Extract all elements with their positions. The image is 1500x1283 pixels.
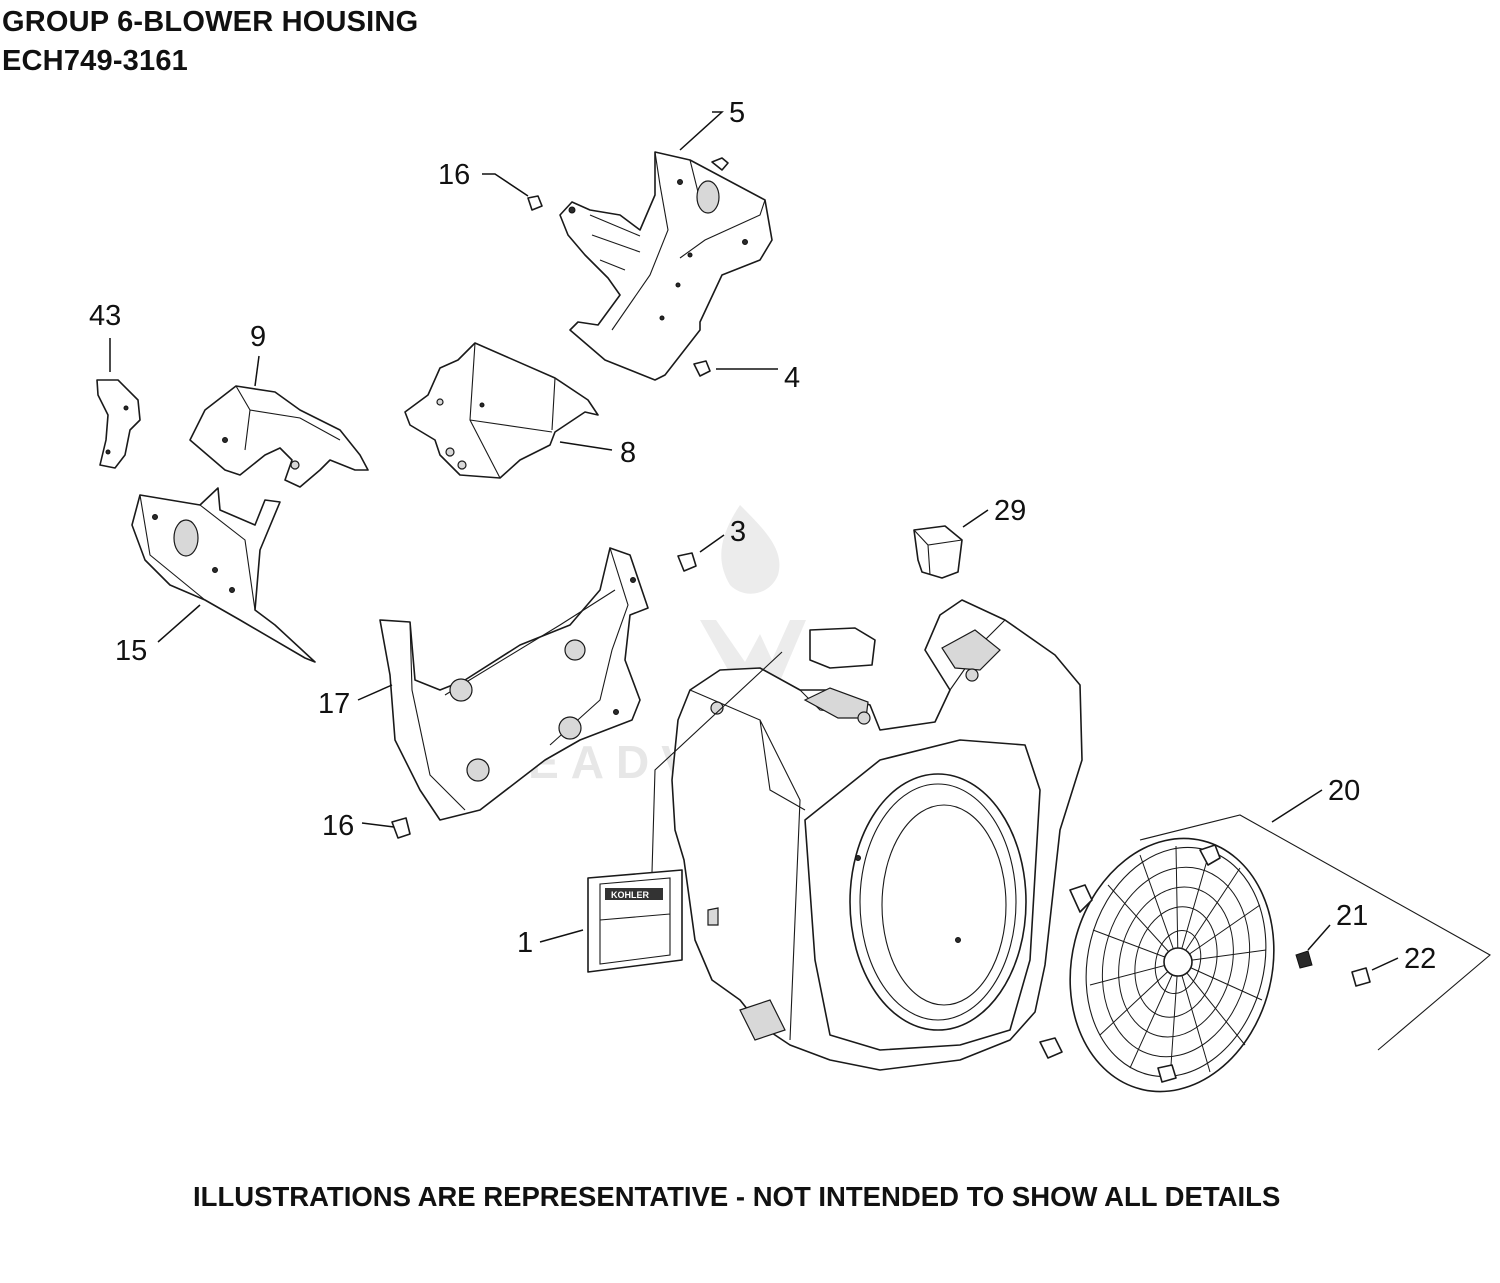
part-17-baffle-bracket[interactable] xyxy=(379,547,649,821)
screw-icon[interactable] xyxy=(527,157,729,377)
part-20-grass-screen[interactable] xyxy=(1039,814,1491,1113)
callout-1[interactable]: 1 xyxy=(517,927,533,959)
callout-labels: 5 16 4 43 9 8 3 29 15 17 16 20 21 22 1 xyxy=(89,97,1436,975)
callout-29[interactable]: 29 xyxy=(994,495,1026,527)
decal-logo-icon xyxy=(605,888,663,900)
decal-text: KOHLER xyxy=(611,890,650,900)
callout-22[interactable]: 22 xyxy=(1404,943,1436,975)
callout-5[interactable]: 5 xyxy=(729,97,745,129)
callout-20[interactable]: 20 xyxy=(1328,775,1360,807)
screw-icon[interactable] xyxy=(1295,950,1371,987)
callout-16-bottom[interactable]: 16 xyxy=(322,810,354,842)
part-43-bracket[interactable] xyxy=(96,379,141,469)
part-9-baffle[interactable] xyxy=(189,385,369,488)
callout-9[interactable]: 9 xyxy=(250,321,266,353)
leader-lines xyxy=(109,111,1399,971)
part-15-side-shroud[interactable] xyxy=(131,487,316,663)
part-5-upper-shroud[interactable] xyxy=(559,151,773,381)
callout-15[interactable]: 15 xyxy=(115,635,147,667)
screw-icon[interactable] xyxy=(391,552,697,839)
grille-pattern xyxy=(1089,845,1267,1081)
part-29-plug[interactable] xyxy=(913,525,963,579)
callout-4[interactable]: 4 xyxy=(784,362,800,394)
model-number: ECH749-3161 xyxy=(2,45,188,77)
diagram-title: GROUP 6-BLOWER HOUSING xyxy=(2,6,419,38)
part-8-shroud-panel[interactable] xyxy=(404,342,599,479)
part-1-blower-housing[interactable] xyxy=(671,599,1083,1071)
disclaimer-note: ILLUSTRATIONS ARE REPRESENTATIVE - NOT I… xyxy=(193,1181,1281,1212)
callout-17[interactable]: 17 xyxy=(318,688,350,720)
decal-label: KOHLER xyxy=(587,651,783,973)
callout-3[interactable]: 3 xyxy=(730,516,746,548)
callout-16-top[interactable]: 16 xyxy=(438,159,470,191)
callout-21[interactable]: 21 xyxy=(1336,900,1368,932)
callout-43[interactable]: 43 xyxy=(89,300,121,332)
callout-8[interactable]: 8 xyxy=(620,437,636,469)
